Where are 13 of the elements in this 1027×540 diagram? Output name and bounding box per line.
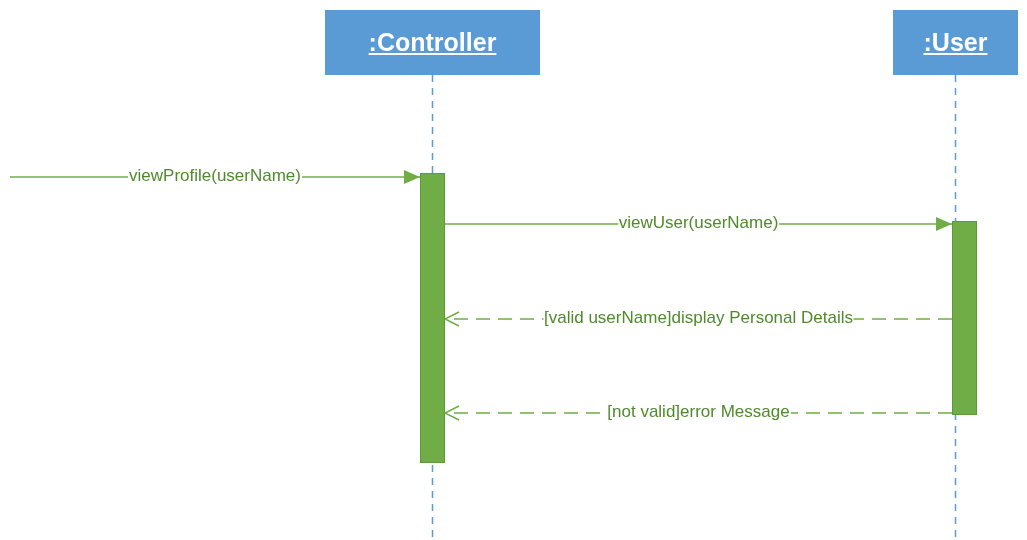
- message-arrow: [444, 217, 953, 231]
- message-label: [valid userName]display Personal Details: [543, 308, 854, 328]
- return-message-arrow: [444, 311, 953, 327]
- participant-box: :User: [893, 10, 1018, 75]
- activation-bar: [952, 221, 977, 415]
- message-label: viewProfile(userName): [128, 166, 302, 186]
- message-arrow: [9, 170, 421, 184]
- return-message-arrow: [444, 405, 953, 421]
- message-label: viewUser(userName): [617, 213, 780, 233]
- activation-bar: [420, 173, 445, 463]
- participant-box: :Controller: [325, 10, 540, 75]
- message-label: [not valid]error Message: [606, 402, 791, 422]
- lifeline: [954, 74, 957, 540]
